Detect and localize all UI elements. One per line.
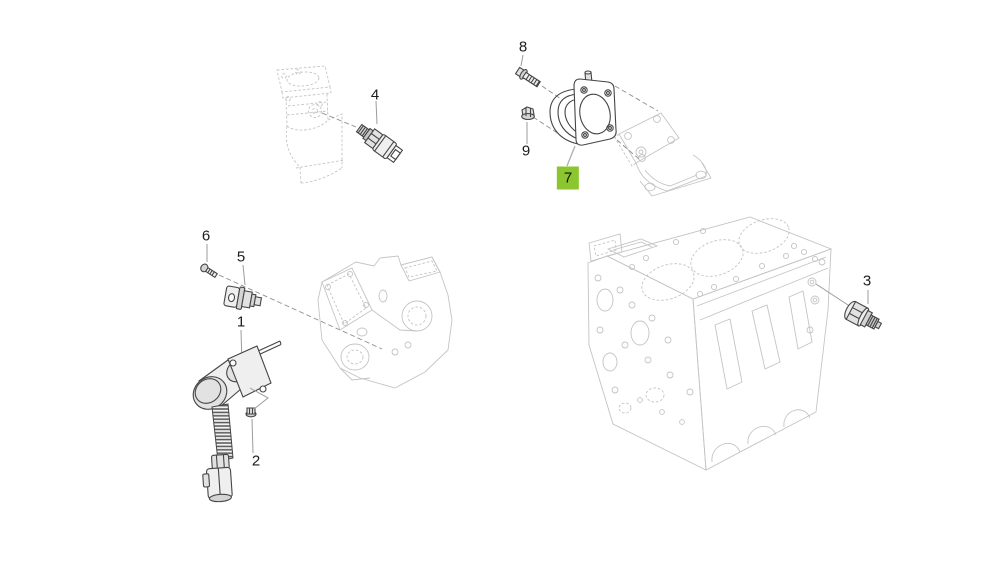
callout-4[interactable]: 4	[370, 86, 380, 104]
leader-2	[251, 418, 254, 454]
engine-block-ghost	[587, 216, 833, 471]
leader-7	[566, 145, 576, 167]
callout-9[interactable]: 9	[521, 142, 531, 160]
assembly-leader-dashed	[218, 274, 383, 350]
intake-elbow-ghost	[614, 112, 712, 197]
nut-2-part	[245, 407, 257, 418]
gear-housing-ghost	[317, 255, 453, 389]
leader-4	[375, 100, 378, 125]
leader-5	[242, 264, 246, 286]
speed-sensor-part	[223, 285, 263, 310]
callout-8[interactable]: 8	[518, 38, 528, 56]
fuel-solenoid-part	[192, 340, 282, 503]
flange-nut-part	[521, 106, 535, 121]
callout-2[interactable]: 2	[251, 452, 261, 470]
leader-8	[520, 54, 524, 67]
callout-6[interactable]: 6	[201, 227, 211, 245]
callout-3[interactable]: 3	[862, 272, 872, 290]
leader-2-bracket	[249, 387, 269, 410]
callout-5[interactable]: 5	[236, 248, 246, 266]
throttle-flange-part	[532, 70, 659, 160]
callout-7[interactable]: 7	[556, 166, 580, 190]
callout-1[interactable]: 1	[236, 313, 246, 331]
flange-bolt-part	[514, 66, 541, 88]
bolt-6-part	[200, 263, 219, 279]
temperature-sensor-part	[321, 112, 404, 164]
oil-pressure-switch-part	[815, 283, 883, 330]
water-outlet-housing-ghost	[276, 65, 346, 184]
